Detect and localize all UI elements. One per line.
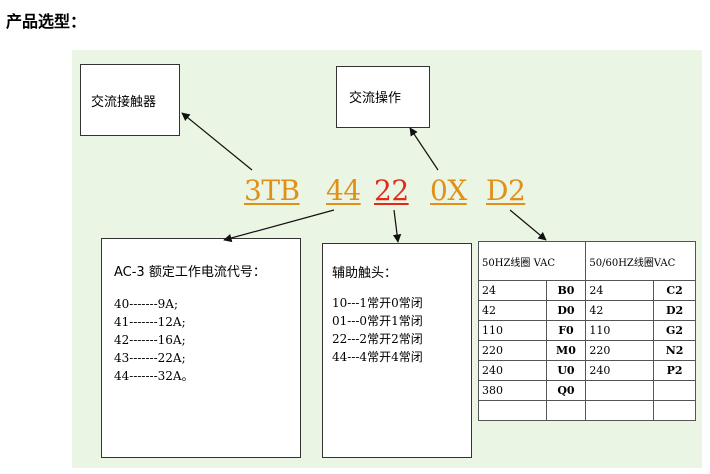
code-3tb: 3TB [244,174,300,207]
code-0x: 0X [430,174,467,207]
rating-list: 40-------9A; 41-------12A; 42-------16A;… [114,295,194,385]
coil-voltage-cell: 220 [478,340,547,361]
arrow-to-rating [223,209,335,243]
aux-list: 10---1常开0常闭 01---0常开1常闭 22---2常开2常闭 44--… [332,294,423,366]
rating-title: AC-3 额定工作电流代号： [114,265,266,280]
code-44: 44 [326,174,361,207]
aux-item: 01---0常开1常闭 [332,314,423,328]
rating-box: AC-3 额定工作电流代号： 40-------9A; 41-------12A… [101,238,301,458]
contactor-label: 交流接触器 [91,95,157,110]
ac-operation-label: 交流操作 [349,91,402,106]
coil-code-cell: B0 [545,280,587,301]
rating-item: 41-------12A; [114,315,186,329]
page-heading: 产品选型： [6,12,87,31]
aux-title: 辅助触头： [332,266,398,281]
arrow-to-aux [392,209,402,243]
ac-operation-box: 交流操作 [336,66,430,128]
header-50-60hz: 50/60HZ线圈VAC [585,241,696,281]
arrow-to-contactor [181,112,253,171]
header-50hz: 50HZ线圈 VAC [477,241,587,281]
contactor-box: 交流接触器 [80,64,180,136]
rating-item: 44-------32A。 [114,369,194,383]
rating-item: 40-------9A; [114,297,178,311]
code-22: 22 [374,174,409,207]
aux-item: 10---1常开0常闭 [332,296,423,310]
code-d2: D2 [486,174,526,207]
arrow-to-ac-operation [409,127,439,171]
aux-item: 22---2常开2常闭 [332,332,423,346]
coil-voltage-cell: 42 [585,300,655,321]
coil-code-cell [653,400,696,421]
rating-item: 42-------16A; [114,333,186,347]
coil-voltage-cell: 110 [478,320,547,341]
coil-code-cell: P2 [653,360,696,381]
aux-contact-box: 辅助触头： 10---1常开0常闭 01---0常开1常闭 22---2常开2常… [322,243,472,458]
arrow-to-coil-table [509,209,547,241]
coil-table-row [478,400,696,421]
rating-item: 43-------22A; [114,351,186,365]
coil-code-cell: U0 [545,360,587,381]
aux-item: 44---4常开4常闭 [332,350,423,364]
